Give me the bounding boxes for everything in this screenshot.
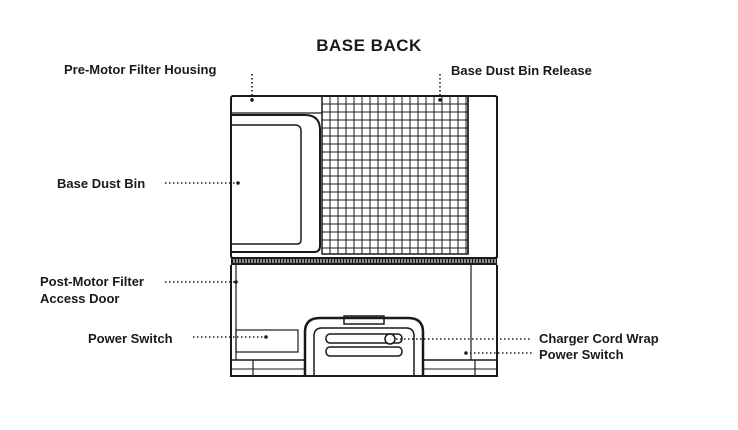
diagram-title: BASE BACK bbox=[316, 36, 422, 55]
label-base-dust-bin-release: Base Dust Bin Release bbox=[451, 63, 592, 78]
label-base-dust-bin: Base Dust Bin bbox=[57, 176, 146, 191]
label-power-switch-left: Power Switch bbox=[88, 331, 173, 346]
power-switch-panel bbox=[235, 329, 299, 353]
grille-pattern bbox=[322, 96, 468, 254]
label-pre-motor-filter-housing: Pre-Motor Filter Housing bbox=[64, 62, 217, 77]
dust-bin-window bbox=[231, 114, 321, 253]
label-post-motor-filter-line1: Post-Motor Filter bbox=[40, 274, 144, 289]
cord-slot bbox=[325, 333, 403, 344]
label-charger-cord-wrap: Charger Cord Wrap bbox=[539, 331, 659, 346]
charger-cord-wrap bbox=[303, 316, 425, 376]
label-post-motor-filter-line2: Access Door bbox=[40, 291, 120, 306]
label-power-switch-right: Power Switch bbox=[539, 347, 624, 362]
seam-band bbox=[231, 257, 497, 265]
lower-base bbox=[230, 265, 498, 377]
